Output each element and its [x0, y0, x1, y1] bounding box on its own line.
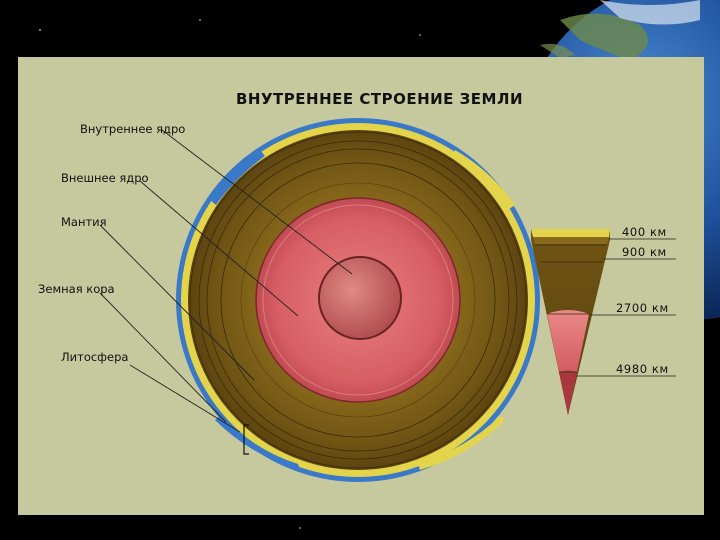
depth-wedge	[531, 229, 610, 415]
label-crust: Земная кора	[38, 282, 115, 296]
diagram-panel: ВНУТРЕННЕЕ СТРОЕНИЕ ЗЕМЛИ	[18, 57, 704, 515]
diagram-title: ВНУТРЕННЕЕ СТРОЕНИЕ ЗЕМЛИ	[236, 90, 523, 108]
wedge-crust-layer	[531, 229, 610, 237]
depth-labels: 400 км 900 км 2700 км 4980 км	[616, 225, 669, 376]
depth-label-4980: 4980 км	[616, 362, 669, 376]
label-outer-core: Внешнее ядро	[61, 171, 149, 185]
depth-label-2700: 2700 км	[616, 301, 669, 315]
label-mantle: Мантия	[61, 215, 107, 229]
depth-label-900: 900 км	[622, 245, 667, 259]
earth-structure-diagram: ВНУТРЕННЕЕ СТРОЕНИЕ ЗЕМЛИ	[18, 57, 704, 515]
label-lithosphere: Литосфера	[61, 350, 128, 364]
inner-core-layer	[319, 257, 401, 339]
layer-labels: Внутреннее ядро Внешнее ядро Мантия Земн…	[38, 122, 185, 364]
globe-cross-section	[176, 118, 540, 482]
depth-label-400: 400 км	[622, 225, 667, 239]
label-inner-core: Внутреннее ядро	[80, 122, 185, 136]
